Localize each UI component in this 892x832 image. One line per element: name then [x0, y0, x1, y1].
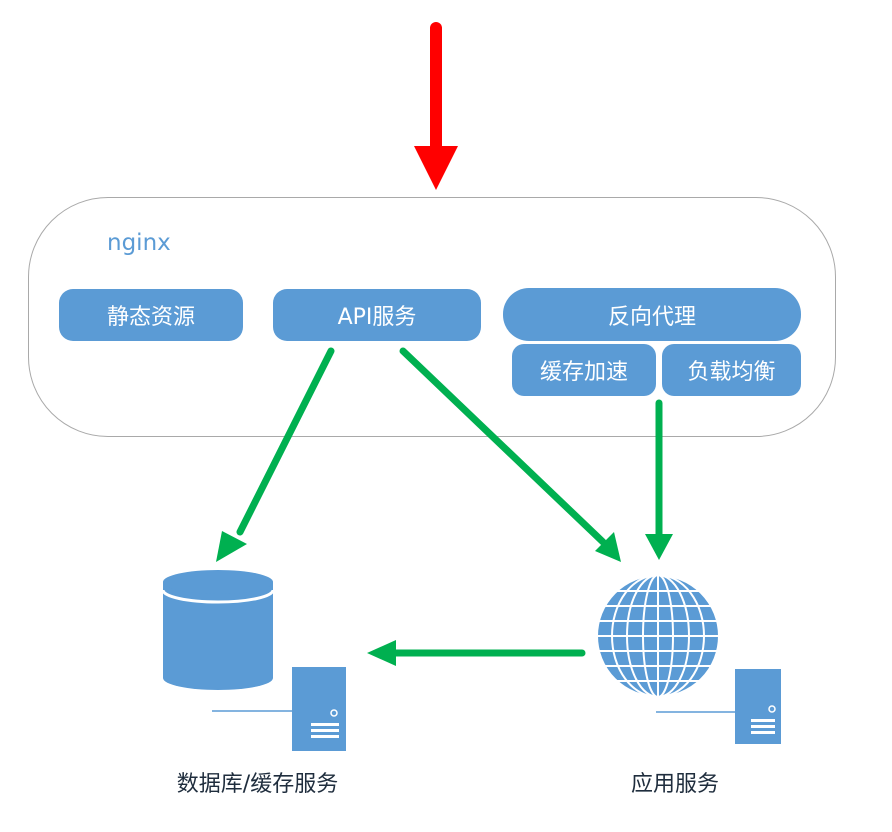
api-service-box: API服务 [273, 289, 481, 341]
api-to-app-arrow [399, 347, 621, 562]
database-cache-label: 数据库/缓存服务 [176, 772, 339, 797]
static-resources-box: 静态资源 [59, 289, 243, 341]
server-icon [212, 667, 346, 751]
app-to-database-arrow [367, 640, 586, 666]
api-to-database-arrow [216, 347, 335, 562]
incoming-request-arrow [414, 22, 458, 190]
reverse-proxy-box: 反向代理 [503, 288, 801, 341]
app-service-label: 应用服务 [630, 772, 719, 797]
cache-acceleration-box: 缓存加速 [512, 344, 656, 396]
nginx-label: nginx [107, 230, 171, 256]
proxy-to-app-arrow [645, 399, 673, 560]
server-icon [656, 669, 781, 744]
load-balancing-box: 负载均衡 [662, 344, 801, 396]
database-icon [161, 570, 275, 690]
globe-icon [596, 574, 720, 698]
